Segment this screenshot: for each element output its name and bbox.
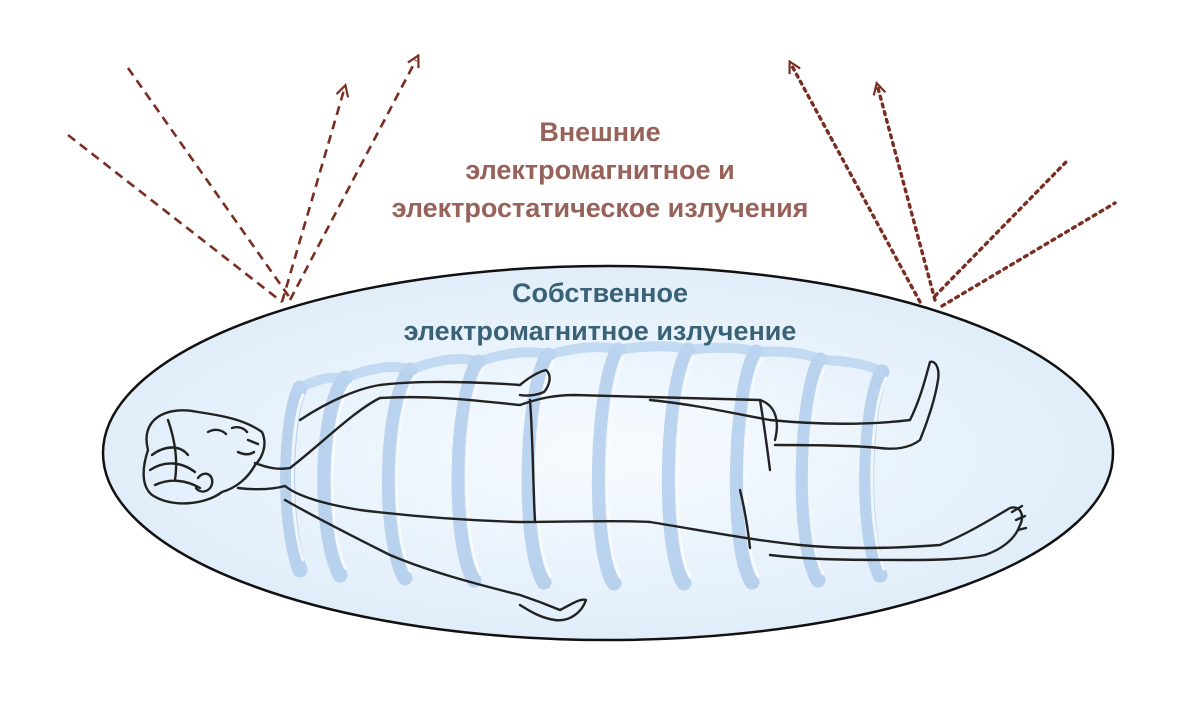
external-radiation-line-3: электростатическое излучения [391, 193, 809, 223]
left-arrows [67, 60, 416, 304]
human-figure [142, 360, 1028, 622]
external-radiation-label: Внешние электромагнитное и электростатич… [330, 113, 870, 227]
own-radiation-line-2: электромагнитное излучение [403, 316, 797, 346]
own-radiation-line-1: Собственное [512, 278, 688, 308]
external-radiation-line-2: электромагнитное и [465, 155, 735, 185]
head [142, 409, 266, 505]
right-arrows [792, 66, 1117, 308]
coil-spiral [280, 341, 890, 591]
external-radiation-line-1: Внешние [539, 117, 661, 147]
own-radiation-label: Собственное электромагнитное излучение [330, 274, 870, 350]
